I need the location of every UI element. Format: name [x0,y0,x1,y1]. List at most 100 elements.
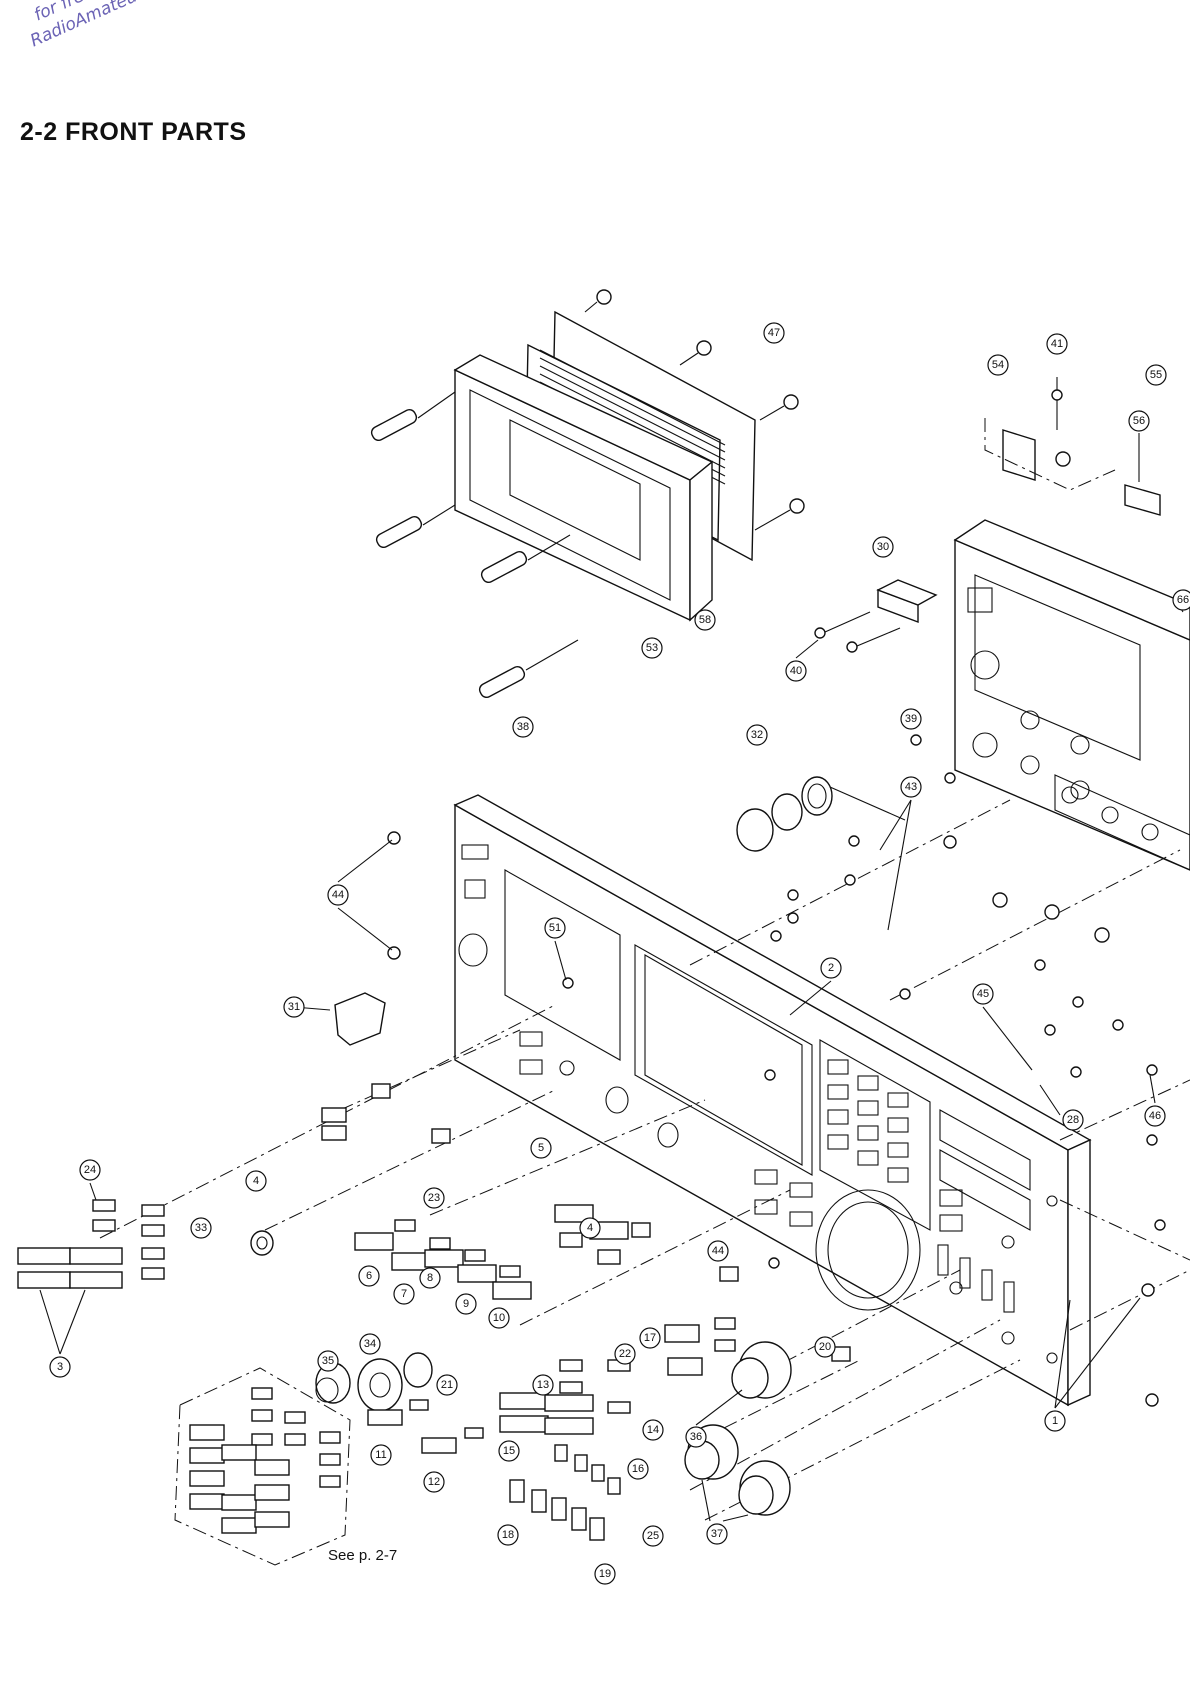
callout-c25: 25 [643,1526,663,1546]
callout-number: 39 [905,713,917,725]
callout-c38: 38 [513,717,533,737]
callout-c51: 51 [545,918,565,938]
switch-56 [1125,433,1160,515]
callout-c41: 41 [1047,334,1067,354]
callout-c28: 28 [1063,1110,1083,1130]
callout-number: 14 [647,1424,659,1436]
callout-c19: 19 [595,1564,615,1584]
knob-36 [696,1342,791,1425]
callout-number: 18 [502,1529,514,1541]
callout-c15: 15 [499,1441,519,1461]
callout-number: 43 [905,781,917,793]
callout-c56: 56 [1129,411,1149,431]
callout-c54: 54 [988,355,1008,375]
callout-number: 44 [332,889,344,901]
callout-c18: 18 [498,1525,518,1545]
callout-number: 9 [463,1298,469,1310]
callout-number: 44 [712,1245,724,1257]
callout-number: 15 [503,1445,515,1457]
callout-number: 17 [644,1332,656,1344]
callout-number: 2 [828,962,834,974]
callout-c4a: 4 [246,1171,266,1191]
callout-c16: 16 [628,1459,648,1479]
callout-number: 55 [1150,369,1162,381]
callout-number: 58 [699,614,711,626]
callout-c12: 12 [424,1472,444,1492]
callout-number: 31 [288,1001,300,1013]
front-panel [455,795,1090,1405]
callout-c5: 5 [531,1138,551,1158]
callout-c21: 21 [437,1375,457,1395]
callout-c11: 11 [371,1445,391,1465]
callout-number: 34 [364,1338,376,1350]
callout-c30: 30 [873,537,893,557]
callout-number: 36 [690,1431,702,1443]
callout-c43: 43 [901,777,921,797]
callout-number: 30 [877,541,889,553]
callout-number: 56 [1133,415,1145,427]
callout-number: 21 [441,1379,453,1391]
callout-number: 24 [84,1164,96,1176]
callout-c6: 6 [359,1266,379,1286]
callout-c33: 33 [191,1218,211,1238]
callout-c13: 13 [533,1375,553,1395]
callout-c31: 31 [284,997,304,1017]
rear-chassis [955,520,1190,870]
callout-c4b: 4 [580,1218,600,1238]
callout-number: 35 [322,1355,334,1367]
callout-c44b: 44 [708,1241,728,1261]
callout-c44a: 44 [328,885,348,905]
callout-number: 54 [992,359,1004,371]
callout-number: 40 [790,665,802,677]
rubber-block-30 [878,580,936,622]
callout-number: 66 [1177,594,1189,606]
callout-number: 23 [428,1192,440,1204]
callout-c53: 53 [642,638,662,658]
callout-number: 19 [599,1568,611,1580]
callout-number: 25 [647,1530,659,1542]
callout-c24: 24 [80,1160,100,1180]
chassis-screws-40 [815,612,900,652]
callout-c40: 40 [786,661,806,681]
callout-number: 1 [1052,1415,1058,1427]
callout-number: 7 [401,1288,407,1300]
bracket-switch-54 [985,377,1115,490]
button-caps-left [18,1183,164,1354]
callout-c3: 3 [50,1357,70,1377]
callout-number: 13 [537,1379,549,1391]
callout-number: 41 [1051,338,1063,350]
callout-number: 6 [366,1270,372,1282]
callout-c34: 34 [360,1334,380,1354]
callout-c39: 39 [901,709,921,729]
callout-c46: 46 [1145,1106,1165,1126]
knob-31 [335,993,385,1045]
callout-c7: 7 [394,1284,414,1304]
callout-c58: 58 [695,610,715,630]
callout-number: 16 [632,1463,644,1475]
callout-c14: 14 [643,1420,663,1440]
callout-c20: 20 [815,1337,835,1357]
callout-c36: 36 [686,1427,706,1447]
callout-number: 11 [375,1449,386,1461]
callout-number: 10 [493,1312,505,1324]
callout-number: 22 [619,1348,631,1360]
callout-c66: 66 [1173,590,1190,610]
callout-number: 4 [253,1175,259,1187]
callout-c35: 35 [318,1351,338,1371]
callout-number: 8 [427,1272,433,1284]
callout-number: 38 [517,721,529,733]
callout-c32: 32 [747,725,767,745]
callout-c8: 8 [420,1268,440,1288]
callout-number: 32 [751,729,763,741]
callout-number: 45 [977,988,989,1000]
see-page-note: See p. 2-7 [328,1547,397,1564]
callout-c2: 2 [821,958,841,978]
ring-nuts-32 [737,777,905,851]
callout-number: 4 [587,1222,593,1234]
callout-c45: 45 [973,984,993,1004]
callout-c1: 1 [1045,1411,1065,1431]
callout-c37: 37 [707,1524,727,1544]
nut-33 [251,1231,273,1255]
